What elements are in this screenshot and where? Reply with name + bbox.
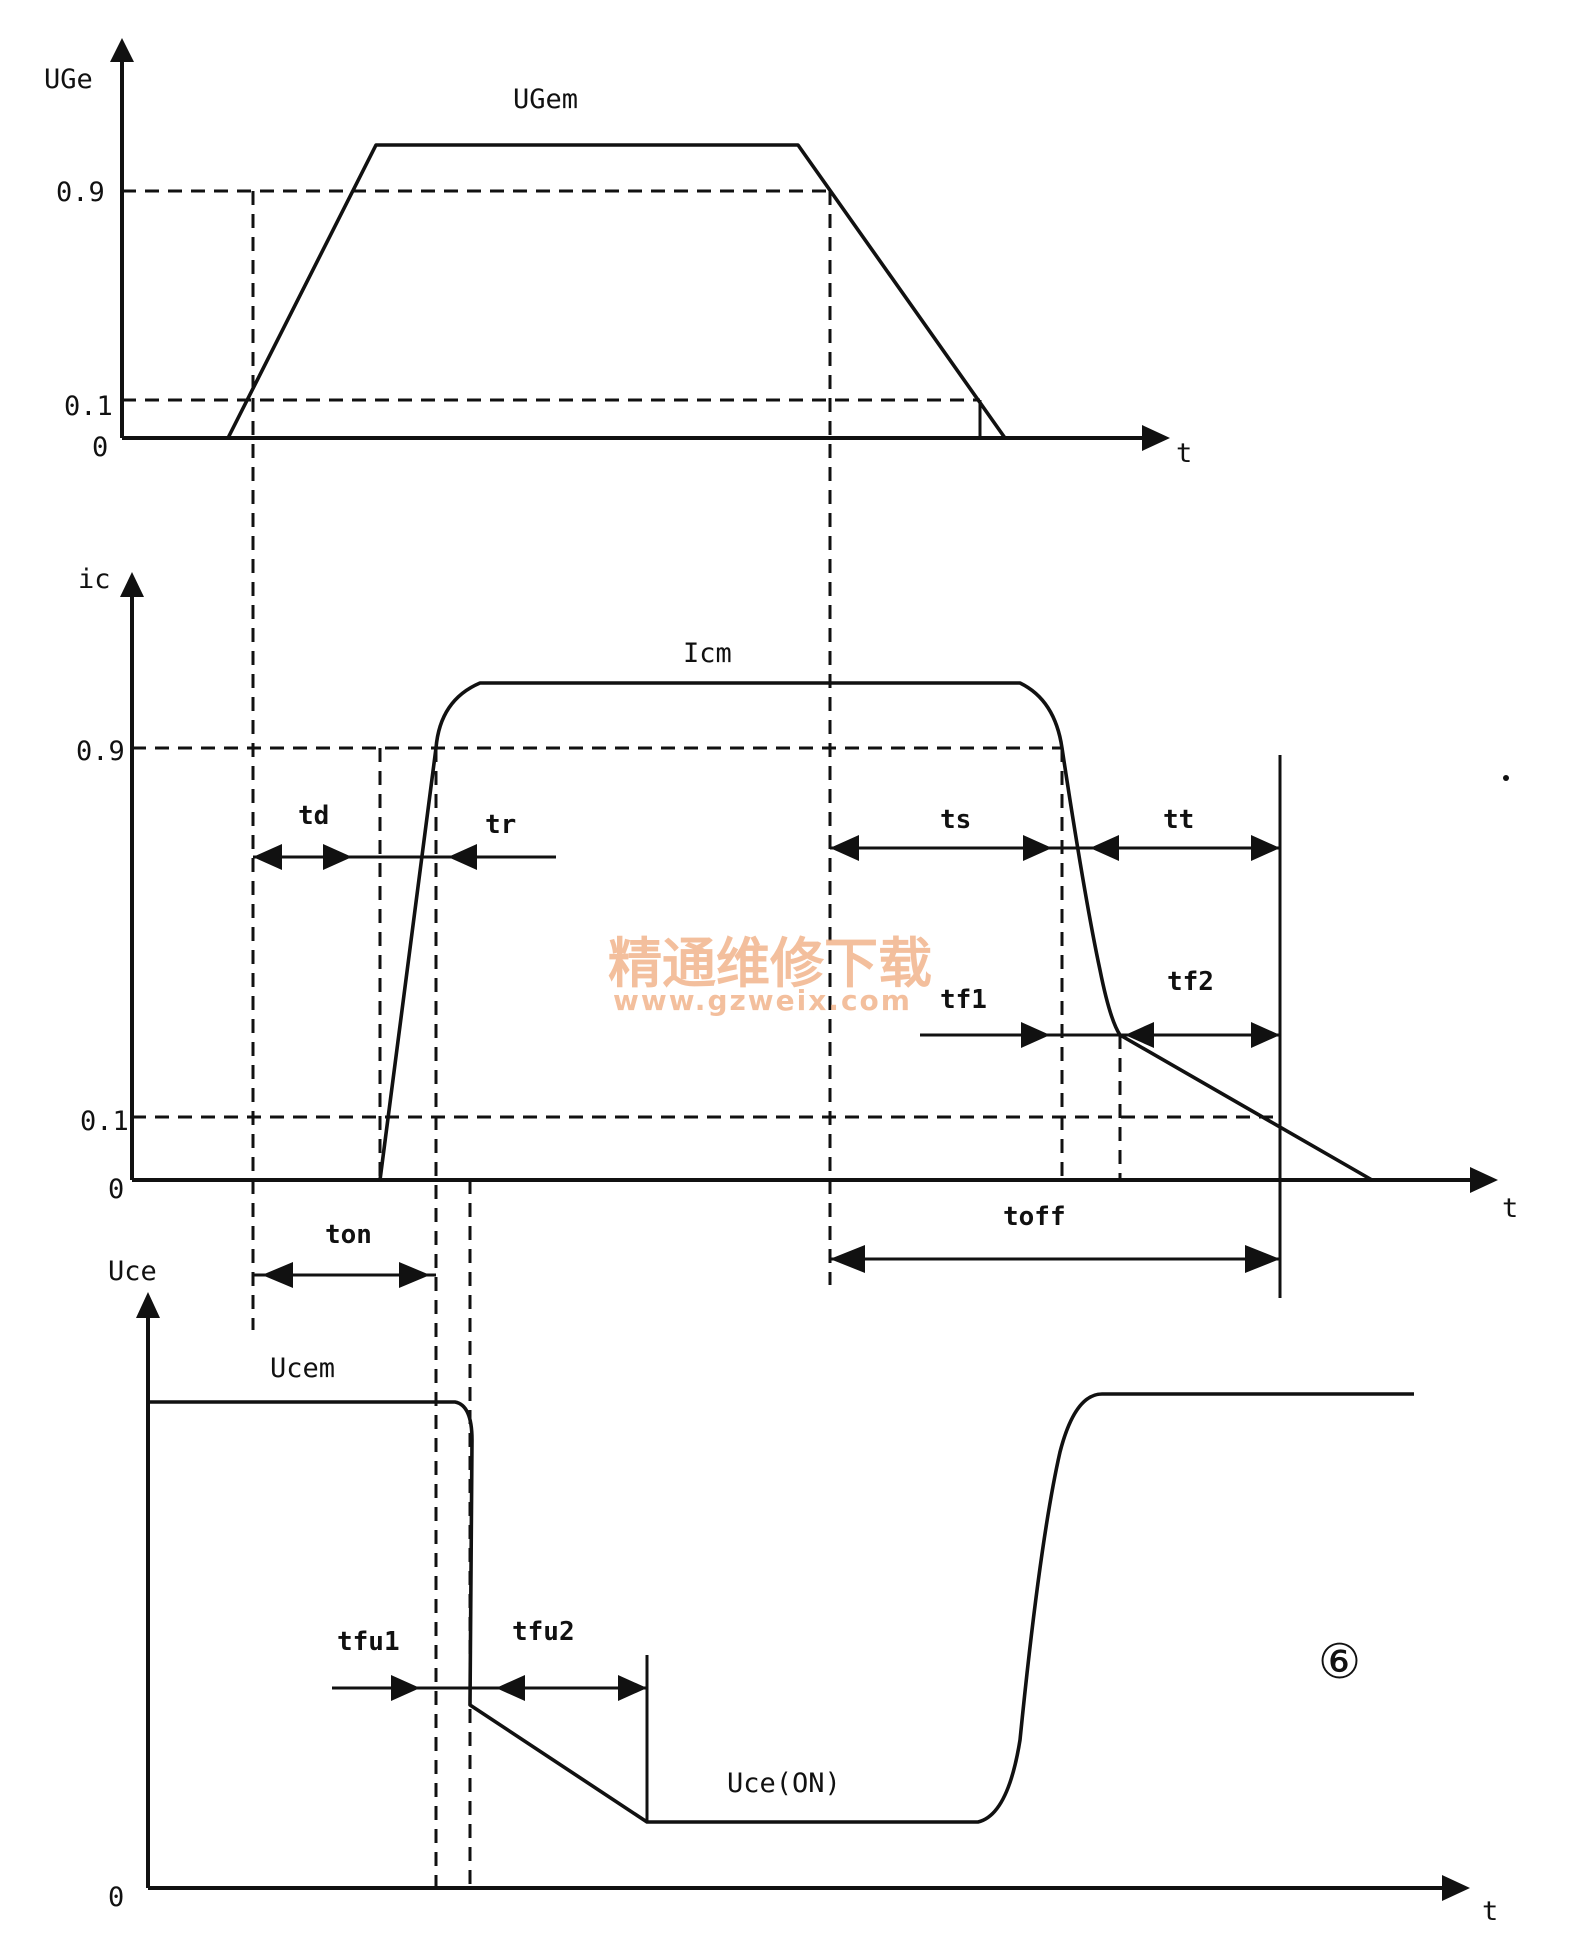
label-tfu2: tfu2 [512, 1617, 575, 1647]
ugs-x-axis-arrow-icon [1142, 425, 1170, 451]
panel-gate-voltage: UGe UGem 0.9 0.1 0 t [44, 38, 1192, 469]
label-tfu1: tfu1 [337, 1627, 400, 1657]
label-ts: ts [940, 805, 971, 835]
label-toff: toff [1003, 1202, 1066, 1232]
ic-tick-01: 0.1 [80, 1106, 129, 1137]
ic-tick-0: 0 [108, 1174, 124, 1205]
uce-x-axis-arrow-icon [1442, 1875, 1470, 1901]
ugs-peak-label: UGem [513, 84, 578, 115]
ugs-y-axis-arrow-icon [110, 38, 134, 62]
ugs-tick-0: 0 [92, 432, 108, 463]
td-arrow-left-icon [253, 844, 282, 870]
uce-y-axis-label: Uce [108, 1256, 157, 1287]
ic-y-axis-label: ic [78, 564, 111, 595]
ton-arrow-left-icon [262, 1262, 293, 1288]
uce-on-label: Uce(ON) [727, 1768, 841, 1799]
tt-arrow-left-icon [1090, 835, 1119, 861]
panel-collector-current: ic Icm 0.9 0.1 0 t td tr ts tt tf1 tf2 [76, 564, 1518, 1298]
tfu1-arrow-right-icon [391, 1675, 420, 1701]
ugs-tick-09: 0.9 [56, 177, 105, 208]
label-td: td [298, 801, 329, 831]
figure-number: ⑥ [1318, 1634, 1361, 1690]
tfu2-arrow-right-icon [618, 1675, 647, 1701]
ugs-y-axis-label: UGe [44, 64, 93, 95]
watermark-title: 精通维修下载 [608, 931, 932, 995]
ts-arrow-left-icon [830, 835, 859, 861]
panel-collector-emitter-voltage: Uce Ucem Uce(ON) 0 t tfu1 tfu2 ⑥ [108, 1256, 1498, 1927]
ton-arrow-right-icon [399, 1262, 430, 1288]
watermark-url: www.gzweix.com [613, 984, 912, 1017]
label-ton: ton [325, 1220, 372, 1250]
ugs-x-axis-label: t [1176, 438, 1192, 469]
tt-arrow-right-icon [1251, 835, 1280, 861]
ic-peak-label: Icm [683, 638, 732, 669]
uce-x-axis-label: t [1482, 1896, 1498, 1927]
tf2-arrow-left-icon [1125, 1022, 1154, 1048]
ic-tick-09: 0.9 [76, 736, 125, 767]
label-tf1: tf1 [940, 985, 987, 1015]
tf2-arrow-right-icon [1251, 1022, 1280, 1048]
toff-arrow-left-icon [830, 1245, 865, 1273]
uce-tick-0: 0 [108, 1882, 124, 1913]
uce-peak-label: Ucem [270, 1353, 335, 1384]
ugs-tick-01: 0.1 [64, 391, 113, 422]
ic-y-axis-arrow-icon [120, 572, 144, 597]
ic-waveform [378, 681, 1373, 1182]
ic-x-axis-label: t [1502, 1193, 1518, 1224]
tfu2-arrow-left-icon [496, 1675, 525, 1701]
toff-arrow-right-icon [1245, 1245, 1280, 1273]
uce-waveform [148, 1392, 1414, 1824]
ugs-waveform [226, 143, 1007, 440]
ic-x-axis-arrow-icon [1470, 1167, 1498, 1193]
uce-y-axis-arrow-icon [136, 1292, 160, 1318]
ts-arrow-right-icon [1023, 835, 1052, 861]
label-tt: tt [1163, 805, 1194, 835]
label-tr: tr [485, 810, 516, 840]
tr-arrow-left-icon [448, 844, 477, 870]
td-arrow-right-icon [323, 844, 352, 870]
label-tf2: tf2 [1167, 967, 1214, 997]
stray-dot [1503, 775, 1509, 781]
tf1-arrow-right-icon [1021, 1022, 1050, 1048]
